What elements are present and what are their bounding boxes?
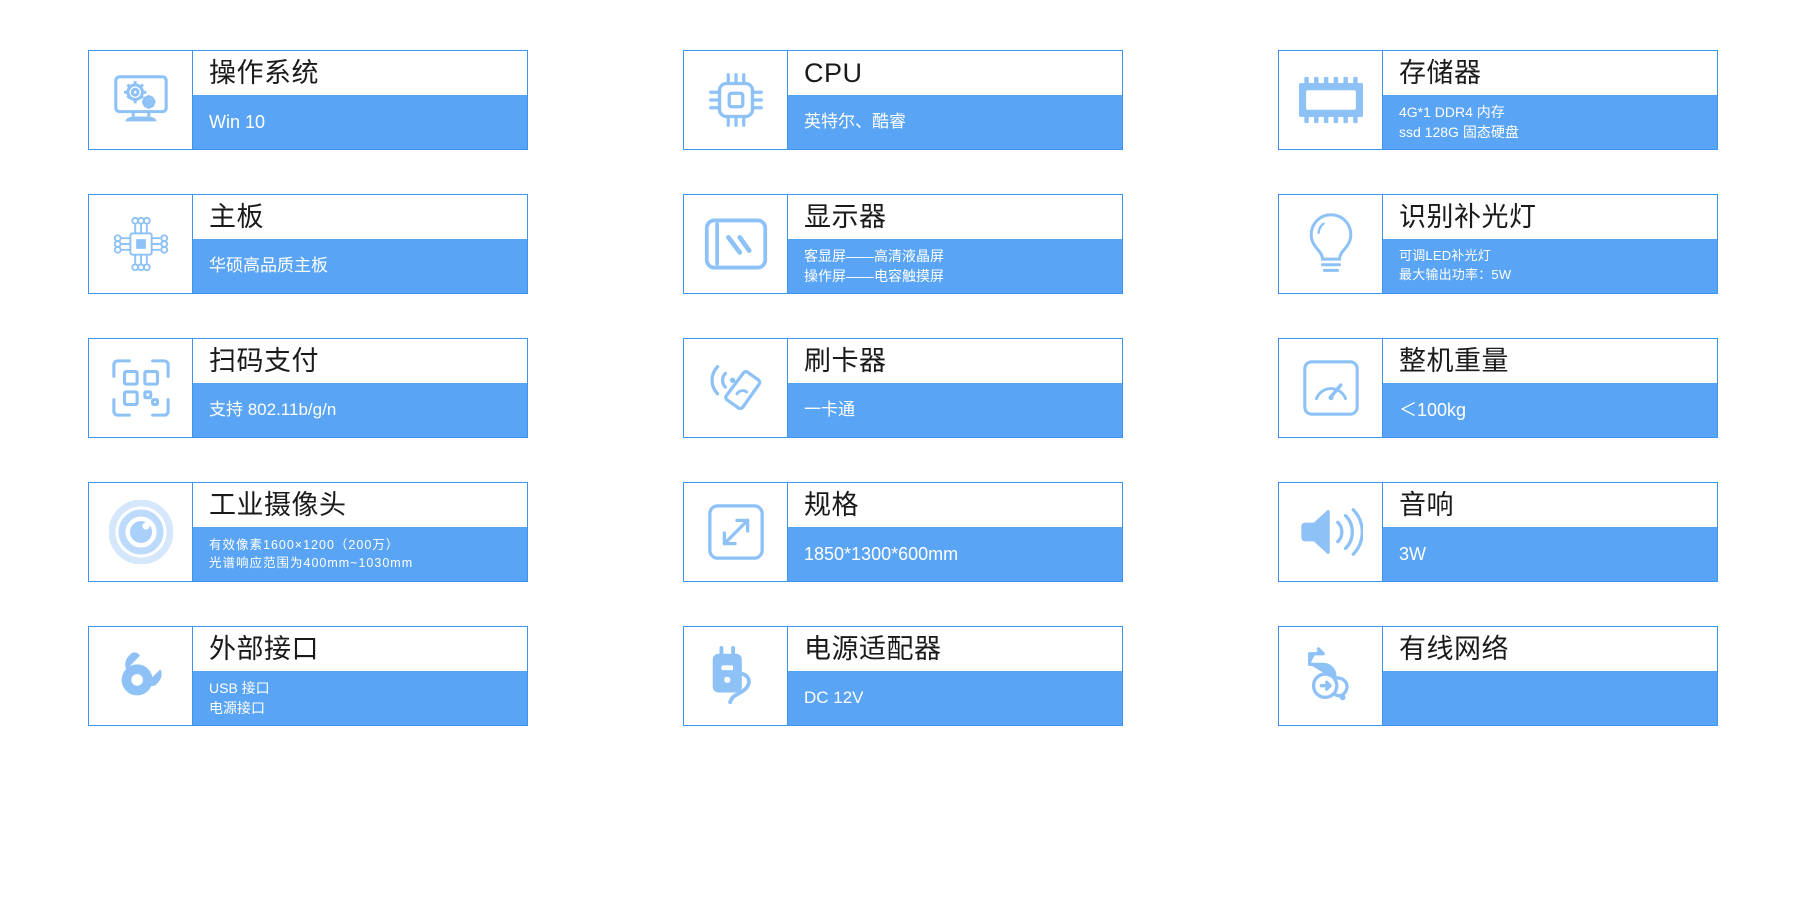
spec-card-body: CPU 英特尔、酷睿	[788, 50, 1123, 150]
spec-card-grid: 操作系统 Win 10 CPU 英特尔、酷睿 存储器 4G*1 DDR4 内存 ssd …	[88, 50, 1800, 726]
spec-card-body: 识别补光灯可调LED补光灯最大输出功率：5W	[1383, 194, 1718, 294]
spec-card-description-line: 英特尔、酷睿	[804, 111, 906, 131]
spec-card-body: 规格 1850*1300*600mm	[788, 482, 1123, 582]
spec-card-wired-network[interactable]: 有线网络	[1278, 626, 1718, 726]
spec-card-description-line: 有效像素1600×1200（200万）	[209, 537, 400, 552]
spec-card-description-line: ssd 128G 固态硬盘	[1399, 124, 1519, 140]
spec-card-body: 电源适配器 DC 12V	[788, 626, 1123, 726]
spec-card-display[interactable]: 显示器客显屏——高清液晶屏操作屏——电容触摸屏	[683, 194, 1123, 294]
monitor-gears-icon	[88, 50, 193, 150]
spec-card-description: 3W	[1383, 527, 1717, 581]
spec-card-description-line: ＜100kg	[1399, 399, 1467, 420]
spec-card-description-line: 可调LED补光灯	[1399, 248, 1491, 264]
spec-card-description-line: 一卡通	[804, 399, 855, 419]
spec-card-industrial-camera[interactable]: 工业摄像头有效像素1600×1200（200万） 光谱响应范围为400mm~103…	[88, 482, 528, 582]
spec-card-title: 工业摄像头	[193, 483, 527, 527]
spec-card-description-line: 客显屏——高清液晶屏	[804, 247, 944, 264]
spec-card-description: 英特尔、酷睿	[788, 95, 1122, 149]
spec-card-title: 规格	[788, 483, 1122, 527]
spec-card-motherboard[interactable]: 主板华硕高品质主板	[88, 194, 528, 294]
dimensions-arrows-icon	[683, 482, 788, 582]
spec-card-speaker[interactable]: 音响 3W	[1278, 482, 1718, 582]
spec-card-description: 一卡通	[788, 383, 1122, 437]
motherboard-icon	[88, 194, 193, 294]
spec-card-card-reader[interactable]: 刷卡器一卡通	[683, 338, 1123, 438]
spec-card-description: DC 12V	[788, 671, 1122, 725]
memory-module-icon	[1278, 50, 1383, 150]
cpu-chip-icon	[683, 50, 788, 150]
spec-card-description: 支持 802.11b/g/n	[193, 383, 527, 437]
spec-card-body: 有线网络	[1383, 626, 1718, 726]
weight-gauge-icon	[1278, 338, 1383, 438]
spec-card-title: 主板	[193, 195, 527, 239]
contactless-card-icon	[683, 338, 788, 438]
spec-card-description-line: 1850*1300*600mm	[804, 543, 959, 564]
network-cable-icon	[1278, 626, 1383, 726]
spec-card-dimensions[interactable]: 规格 1850*1300*600mm	[683, 482, 1123, 582]
spec-card-description: 可调LED补光灯最大输出功率：5W	[1383, 239, 1717, 293]
spec-card-body: 音响 3W	[1383, 482, 1718, 582]
spec-card-scan-payment[interactable]: 扫码支付支持 802.11b/g/n	[88, 338, 528, 438]
spec-card-body: 存储器 4G*1 DDR4 内存 ssd 128G 固态硬盘	[1383, 50, 1718, 150]
spec-card-title: 显示器	[788, 195, 1122, 239]
spec-card-description-line: 4G*1 DDR4 内存	[1399, 103, 1505, 120]
spec-card-body: 主板华硕高品质主板	[193, 194, 528, 294]
spec-card-description: 有效像素1600×1200（200万） 光谱响应范围为400mm~1030mm	[193, 527, 527, 581]
spec-card-title: 电源适配器	[788, 627, 1122, 671]
spec-card-description-line: 华硕高品质主板	[209, 255, 328, 275]
spec-card-description-line: 操作屏——电容触摸屏	[804, 268, 944, 284]
spec-card-description: ＜100kg	[1383, 383, 1717, 437]
spec-card-title: 音响	[1383, 483, 1717, 527]
spec-card-description-line: 支持 802.11b/g/n	[209, 399, 337, 419]
spec-card-title: CPU	[788, 51, 1122, 95]
spec-card-total-weight[interactable]: 整机重量 ＜100kg	[1278, 338, 1718, 438]
spec-card-description-line	[1399, 693, 1717, 703]
spec-card-operating-system[interactable]: 操作系统 Win 10	[88, 50, 528, 150]
spec-card-title: 外部接口	[193, 627, 527, 671]
spec-card-body: 操作系统 Win 10	[193, 50, 528, 150]
qr-scan-icon	[88, 338, 193, 438]
spec-card-description: 4G*1 DDR4 内存 ssd 128G 固态硬盘	[1383, 95, 1717, 149]
power-adapter-icon	[683, 626, 788, 726]
spec-card-power-adapter[interactable]: 电源适配器 DC 12V	[683, 626, 1123, 726]
spec-card-body: 显示器客显屏——高清液晶屏操作屏——电容触摸屏	[788, 194, 1123, 294]
spec-card-description-line: DC 12V	[804, 687, 864, 707]
spec-card-description-line: 电源接口	[209, 700, 265, 716]
display-panel-icon	[683, 194, 788, 294]
spec-card-body: 刷卡器一卡通	[788, 338, 1123, 438]
spec-card-description-line: 光谱响应范围为400mm~1030mm	[209, 556, 414, 570]
spec-card-title: 识别补光灯	[1383, 195, 1717, 239]
spec-card-description-line: 最大输出功率：5W	[1399, 267, 1512, 282]
power-plug-icon	[88, 626, 193, 726]
spec-card-description-line: Win 10	[209, 111, 266, 132]
spec-card-description: 华硕高品质主板	[193, 239, 527, 293]
spec-card-title: 存储器	[1383, 51, 1717, 95]
spec-card-fill-light[interactable]: 识别补光灯可调LED补光灯最大输出功率：5W	[1278, 194, 1718, 294]
camera-lens-icon	[88, 482, 193, 582]
spec-card-title: 有线网络	[1383, 627, 1717, 671]
spec-card-title: 操作系统	[193, 51, 527, 95]
spec-card-description: 客显屏——高清液晶屏操作屏——电容触摸屏	[788, 239, 1122, 293]
spec-card-cpu[interactable]: CPU 英特尔、酷睿	[683, 50, 1123, 150]
spec-card-description: 1850*1300*600mm	[788, 527, 1122, 581]
speaker-icon	[1278, 482, 1383, 582]
spec-card-title: 扫码支付	[193, 339, 527, 383]
spec-card-body: 整机重量 ＜100kg	[1383, 338, 1718, 438]
spec-card-description-line: 3W	[1399, 543, 1426, 564]
spec-card-description: Win 10	[193, 95, 527, 149]
spec-card-description	[1383, 671, 1717, 725]
spec-card-title: 刷卡器	[788, 339, 1122, 383]
spec-card-body: 工业摄像头有效像素1600×1200（200万） 光谱响应范围为400mm~103…	[193, 482, 528, 582]
spec-card-description-line: USB 接口	[209, 679, 270, 696]
spec-card-body: 扫码支付支持 802.11b/g/n	[193, 338, 528, 438]
spec-card-storage[interactable]: 存储器 4G*1 DDR4 内存 ssd 128G 固态硬盘	[1278, 50, 1718, 150]
spec-card-title: 整机重量	[1383, 339, 1717, 383]
lightbulb-icon	[1278, 194, 1383, 294]
spec-card-description: USB 接口电源接口	[193, 671, 527, 725]
